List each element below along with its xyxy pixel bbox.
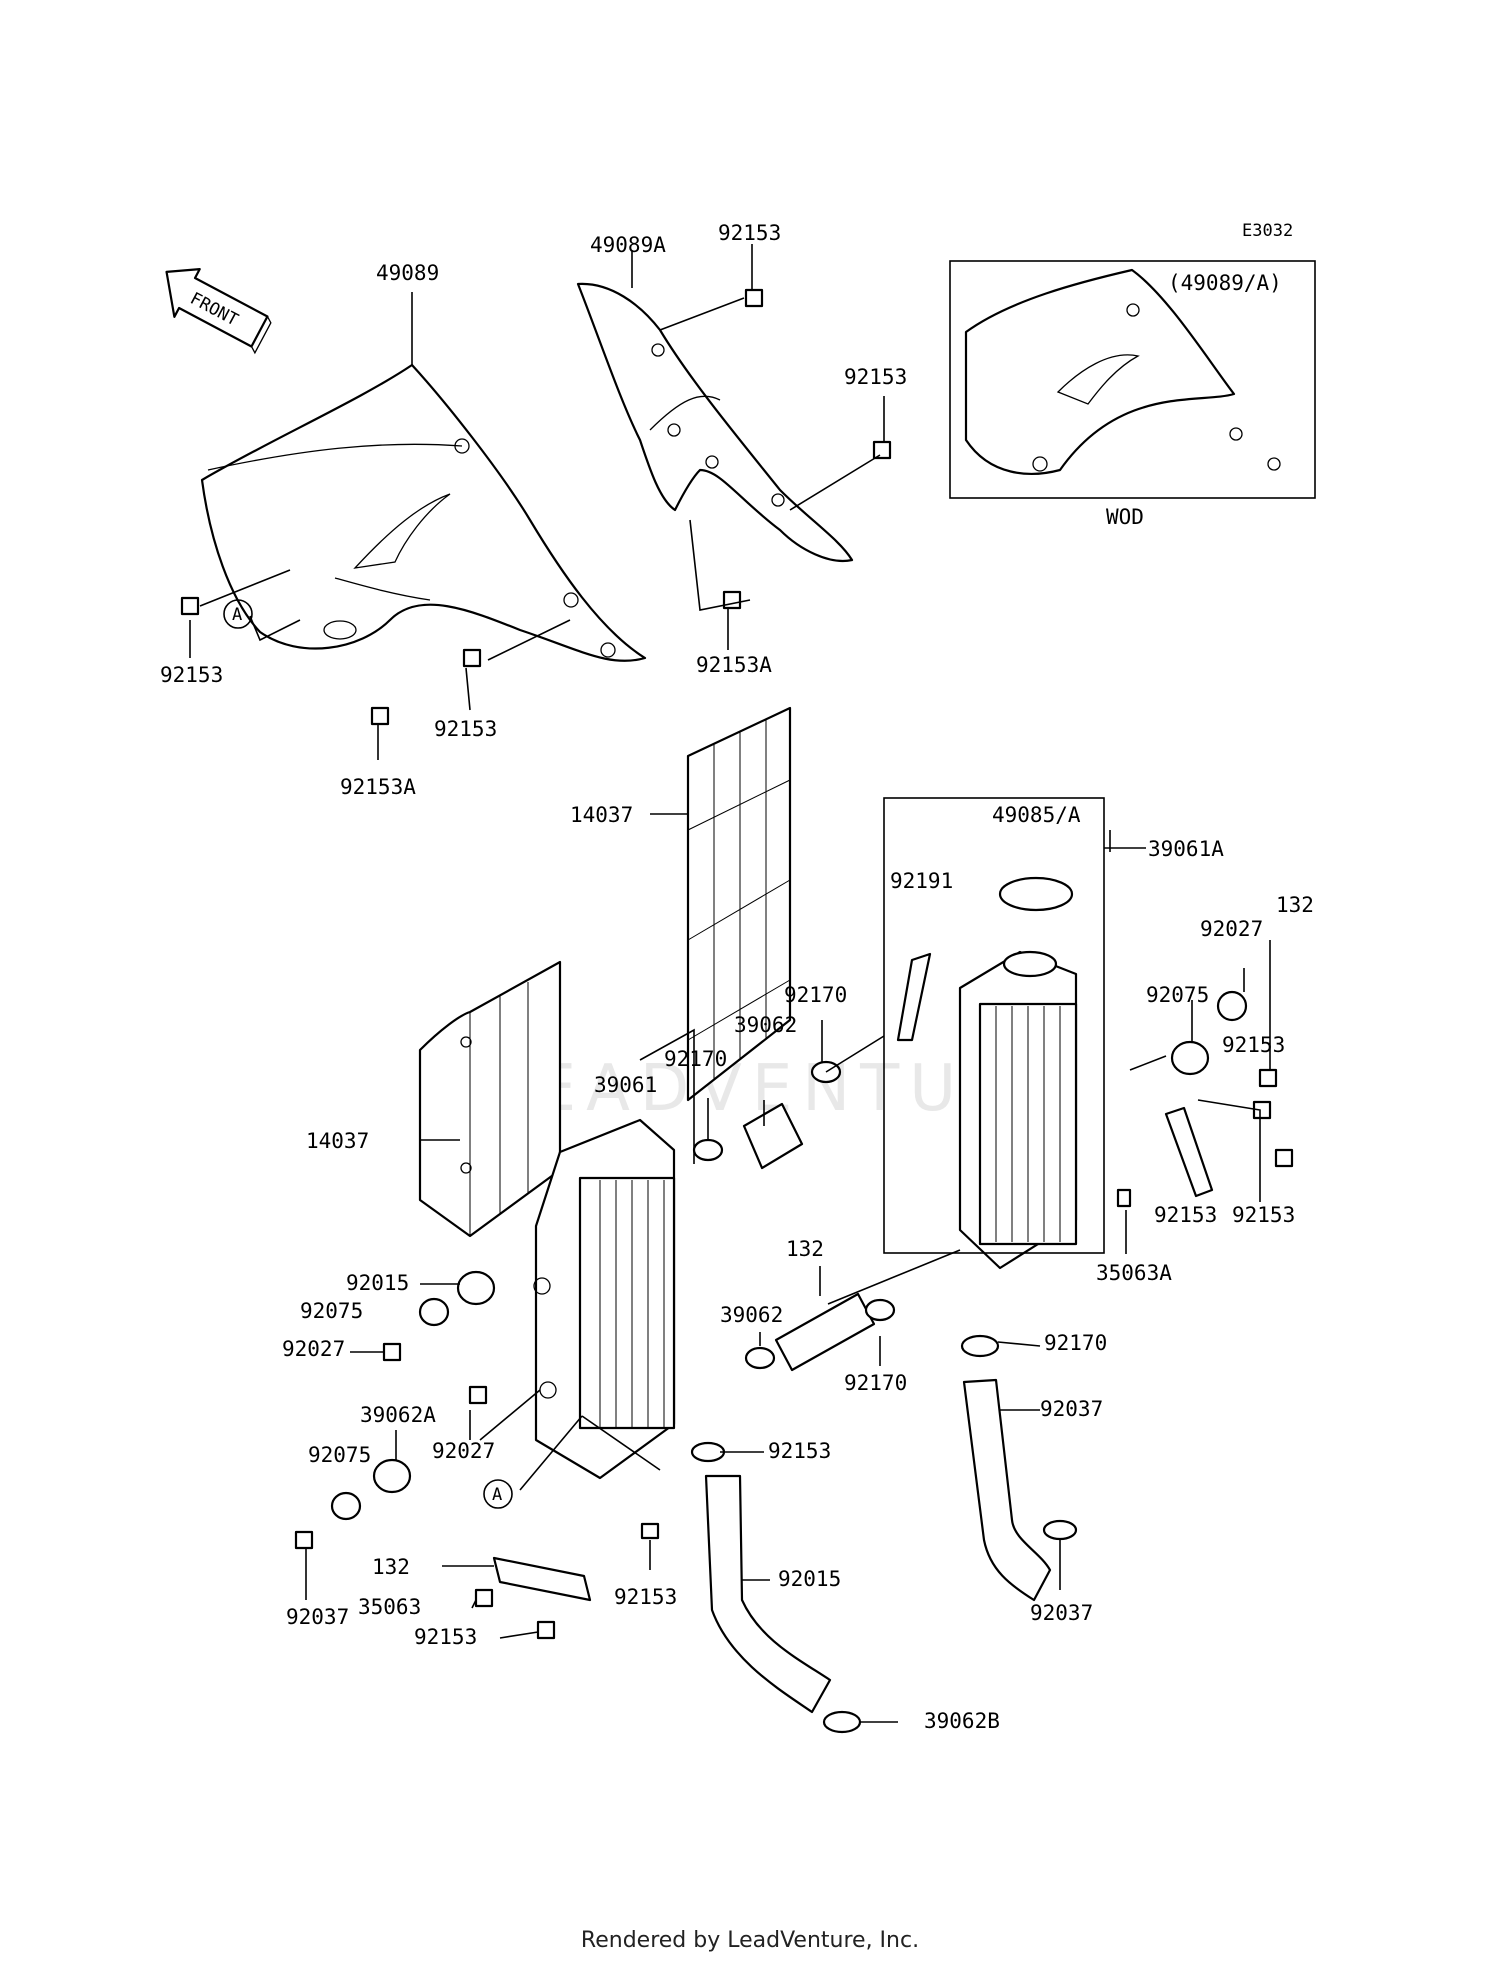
radiator-shroud-left	[200, 363, 647, 662]
label-92170: 92170	[664, 1047, 727, 1071]
label-92075: 92015	[346, 1271, 409, 1295]
radiator-shroud-right	[576, 282, 854, 563]
callout-a-lower: A	[483, 1479, 513, 1509]
label-92153: 35063	[358, 1595, 421, 1619]
label-92153: 92153	[1232, 1203, 1295, 1227]
label-92153: 92153	[414, 1625, 477, 1649]
label-92153: 92153	[1222, 1033, 1285, 1057]
footer-credit: Rendered by LeadVenture, Inc.	[580, 1928, 920, 1953]
label-92153: 92153	[434, 717, 497, 741]
inset-wod: (49089/A) WOD	[949, 260, 1316, 529]
label-92015: 92153	[614, 1585, 677, 1609]
label-92027: 92027	[1200, 917, 1263, 941]
label-132: 92027	[282, 1337, 345, 1361]
label-132: 92037	[286, 1605, 349, 1629]
label-92075: 92075	[1146, 983, 1209, 1007]
label-14037: 14037	[570, 803, 633, 827]
label-92153: 92153	[160, 663, 223, 687]
label-39061: 39061	[594, 1073, 657, 1097]
label-92015: 35063A	[1096, 1261, 1172, 1285]
hose-92191	[896, 952, 932, 1042]
label-39061A: 39061A	[1148, 837, 1224, 861]
callout-a-text: A	[492, 1485, 502, 1505]
hose-39062A	[962, 1378, 1052, 1602]
hose-39062-lower	[774, 1292, 876, 1372]
leader-lines	[189, 244, 1271, 1723]
label-92075: 39062A	[360, 1403, 436, 1427]
radiator-louver-upper	[686, 706, 792, 1102]
label-39062B: 92015	[778, 1567, 841, 1591]
label-92037: 92037	[1030, 1601, 1093, 1625]
hose-39062B	[704, 1474, 832, 1714]
radiator-louver-lower	[418, 960, 562, 1238]
label-92153: 92153	[718, 221, 781, 245]
label-39062: 39062	[734, 1013, 797, 1037]
radiator-left	[533, 1118, 676, 1480]
front-arrow-icon: FRONT	[165, 268, 272, 355]
nut-92015	[640, 1188, 1132, 1540]
label-35063A: 92153	[1154, 1203, 1217, 1227]
label-92153A: 92153A	[696, 653, 772, 677]
label-92037: 92170	[1044, 1331, 1107, 1355]
label-49085A: 49085/A	[992, 803, 1081, 827]
label-92153A: 92153A	[340, 775, 416, 799]
label-92191: 92191	[890, 869, 953, 893]
label-49089: 49089	[376, 261, 439, 285]
label-92170: 92170	[844, 1371, 907, 1395]
label-132: 132	[1276, 893, 1314, 917]
grommet-icon	[330, 990, 1248, 1521]
radiator-right	[883, 797, 1105, 1270]
label-92027: 92075	[308, 1443, 371, 1467]
bolt-icon	[180, 288, 1294, 1640]
label-92153: 92027	[432, 1439, 495, 1463]
callout-a-text: A	[232, 605, 242, 625]
label-92037: 92153	[768, 1439, 831, 1463]
label-92037: 39062B	[924, 1709, 1000, 1733]
label-39062A: 92037	[1040, 1397, 1103, 1421]
label-92027: 92075	[300, 1299, 363, 1323]
label-39062: 132	[786, 1237, 824, 1261]
diagram-code: E3032	[1242, 221, 1293, 241]
label-92170: 39062	[720, 1303, 783, 1327]
bracket-35063	[492, 1556, 592, 1602]
clamp-icon	[690, 1060, 1078, 1734]
inset-title: (49089/A)	[1168, 271, 1282, 295]
label-49089A: 49089A	[590, 233, 666, 257]
label-14037: 14037	[306, 1129, 369, 1153]
label-92170: 92170	[784, 983, 847, 1007]
label-35063: 132	[372, 1555, 410, 1579]
part-labels: 49089 49089A 92153 92153 92153 92153 921…	[160, 221, 1314, 1733]
bracket-35063A	[1164, 1106, 1214, 1198]
callout-a-upper: A	[223, 599, 253, 629]
hose-39062-upper	[742, 1102, 804, 1170]
inset-caption: WOD	[1106, 505, 1144, 529]
label-92153: 92153	[844, 365, 907, 389]
